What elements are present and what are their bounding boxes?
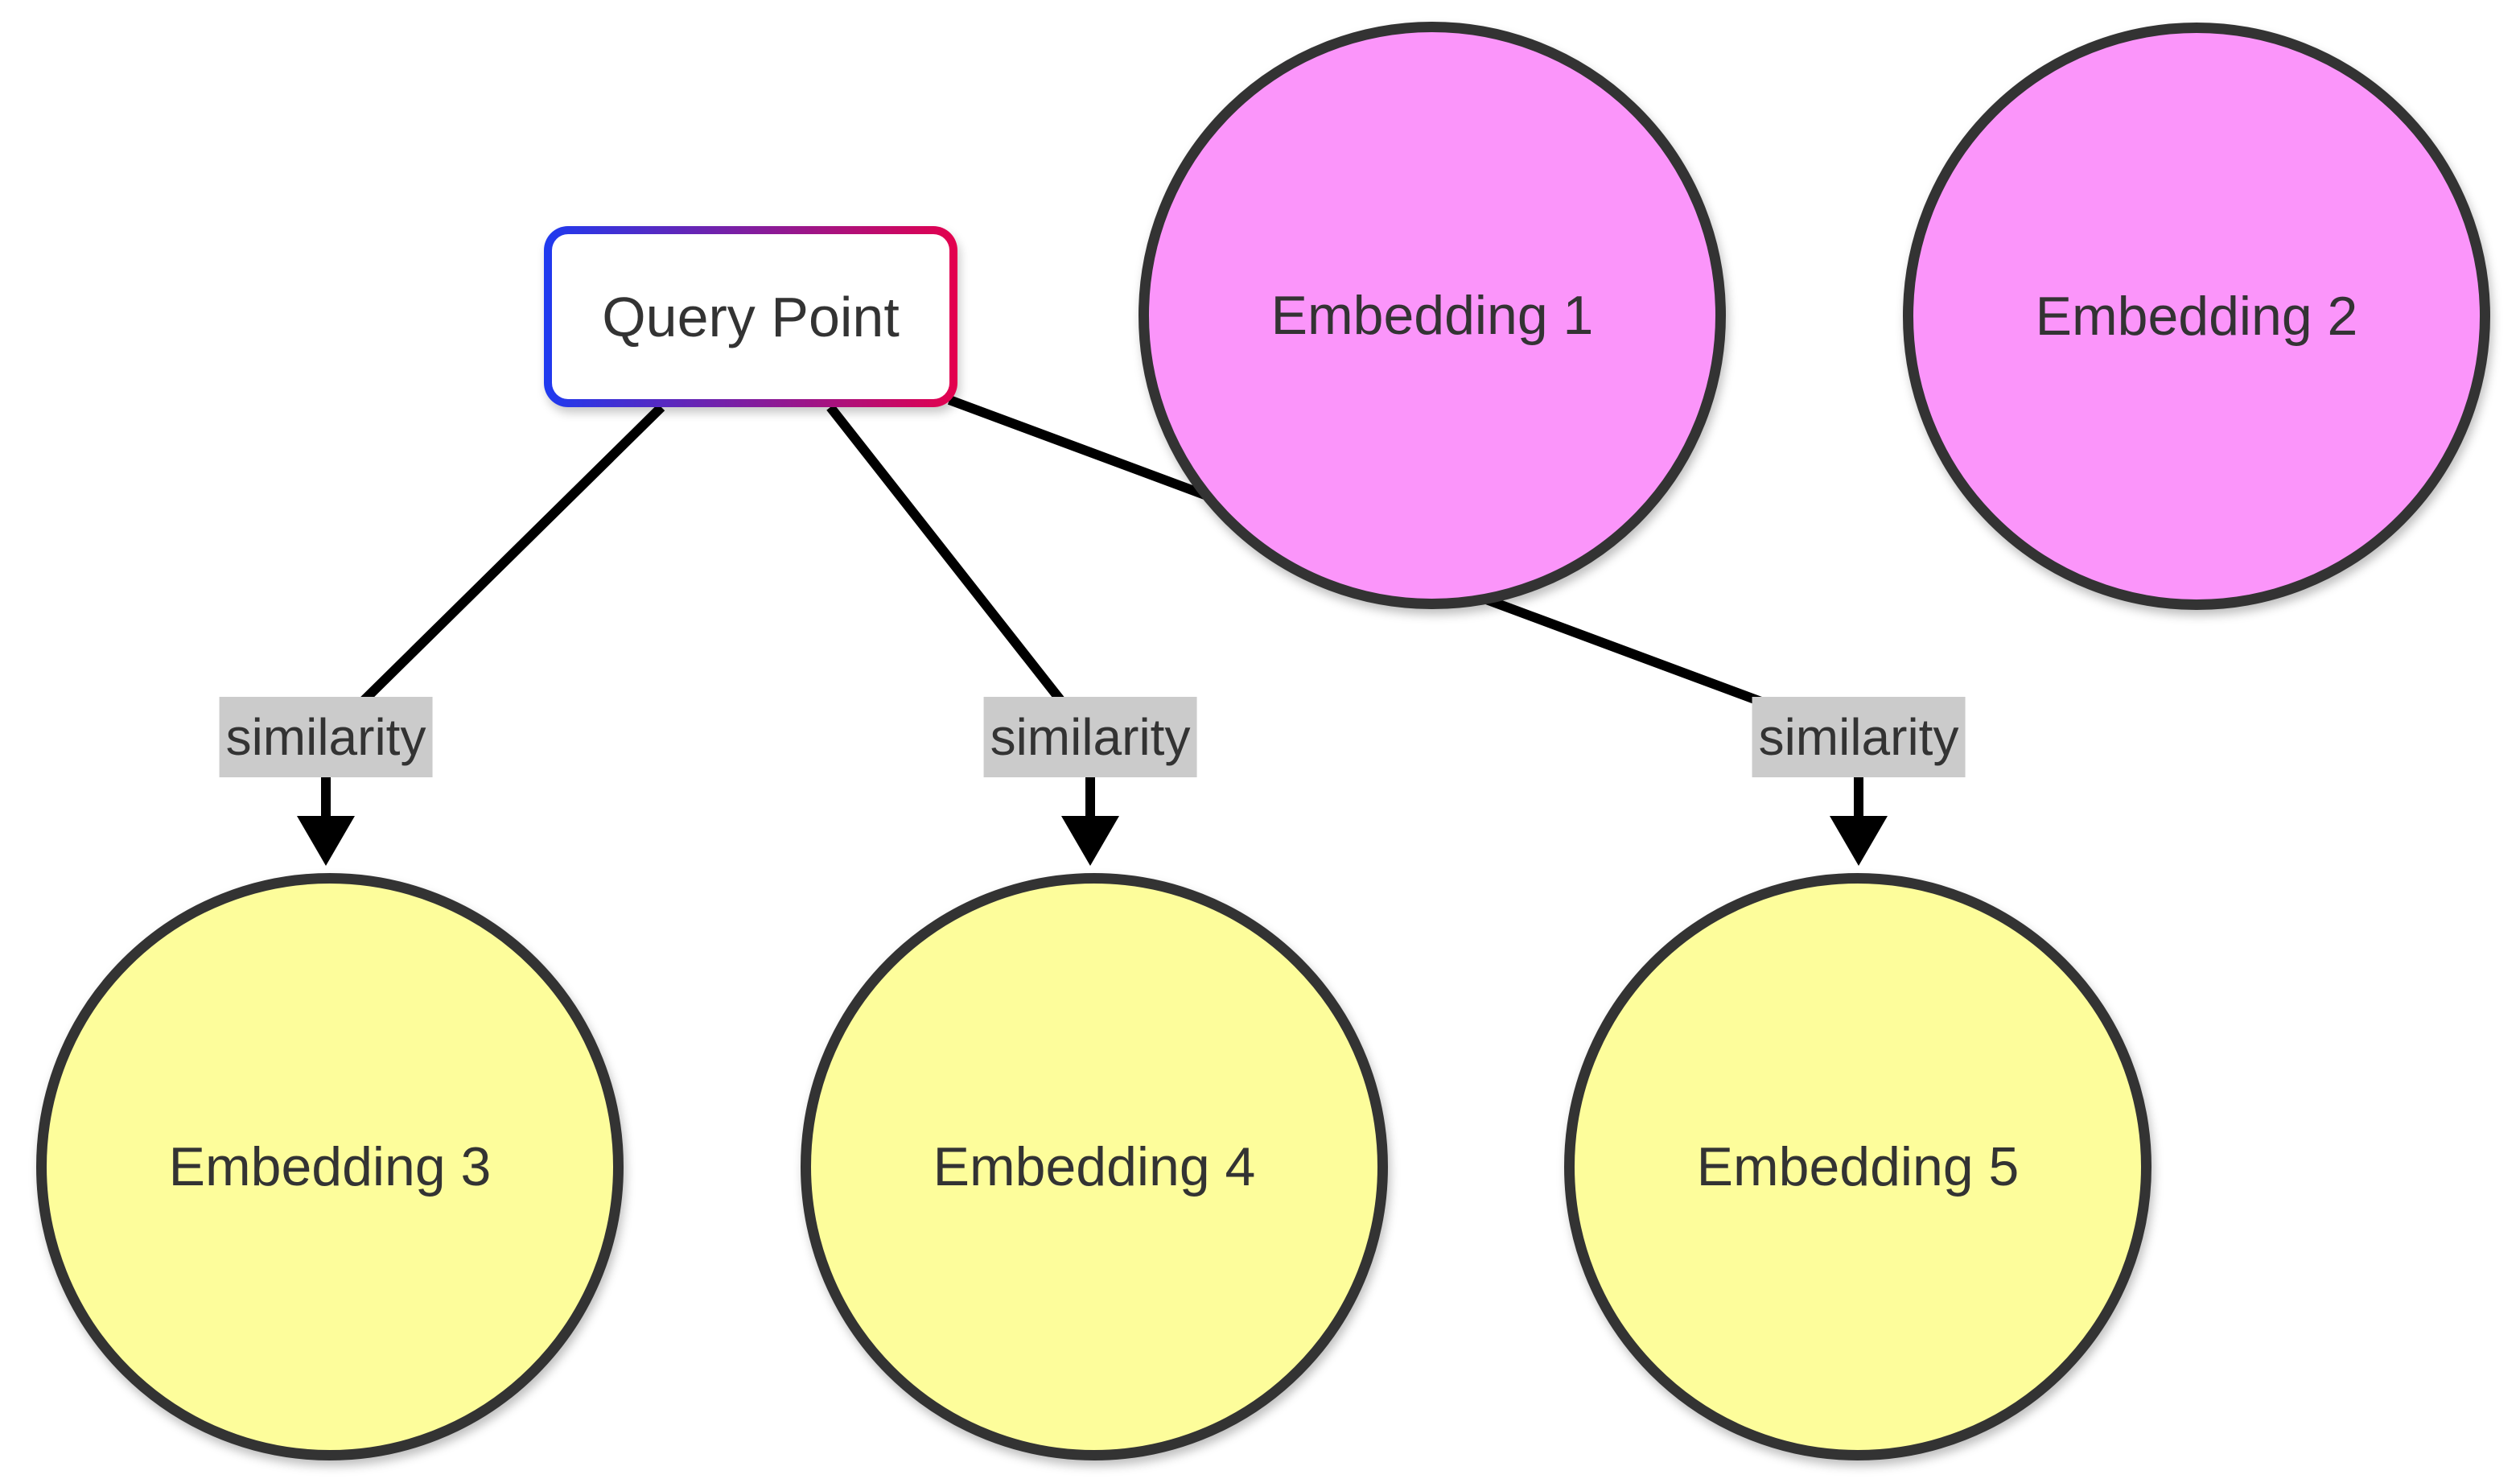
query-point-body: Query Point (552, 234, 949, 399)
query-point-label: Query Point (602, 285, 900, 348)
embedding-5-node: Embedding 5 (1564, 873, 2151, 1460)
embedding-1-node: Embedding 1 (1139, 22, 1726, 609)
edge-label-similarity-3: similarity (1752, 697, 1966, 777)
embedding-3-node: Embedding 3 (36, 873, 624, 1460)
arrowhead-embedding4-icon (1061, 816, 1119, 866)
arrowheads-group (297, 816, 1888, 866)
embedding-5-label: Embedding 5 (1696, 1136, 2020, 1197)
query-point-node: Query Point (544, 226, 957, 407)
arrowhead-embedding3-icon (297, 816, 355, 866)
embedding-4-node: Embedding 4 (801, 873, 1388, 1460)
embedding-3-label: Embedding 3 (168, 1136, 492, 1197)
embedding-1-label: Embedding 1 (1270, 285, 1594, 346)
embedding-2-label: Embedding 2 (2035, 286, 2358, 347)
embedding-2-node: Embedding 2 (1903, 23, 2490, 610)
arrowhead-embedding5-icon (1830, 816, 1888, 866)
embedding-4-label: Embedding 4 (933, 1136, 1256, 1197)
edge-label-similarity-2: similarity (983, 697, 1197, 777)
edge-label-similarity-1: similarity (219, 697, 433, 777)
